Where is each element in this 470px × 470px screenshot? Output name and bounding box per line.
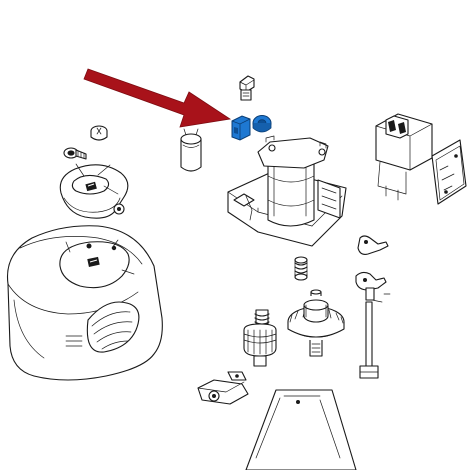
blue-clip-and-nut[interactable] (231, 115, 272, 141)
limit-switch-bracket[interactable] (197, 371, 249, 405)
arrow-shape (83, 68, 232, 128)
transformer-and-bracket[interactable] (375, 113, 433, 201)
cover-housing[interactable] (6, 225, 163, 381)
pinion-shaft[interactable] (243, 309, 277, 367)
capacitor[interactable] (180, 128, 202, 172)
motor-gearbox[interactable] (227, 135, 347, 247)
base-plate[interactable] (245, 389, 357, 470)
release-rod[interactable] (359, 293, 391, 379)
red-arrow-indicator (83, 68, 232, 128)
spring[interactable] (294, 256, 308, 281)
connector[interactable] (239, 75, 255, 101)
cover-disc-upper[interactable] (59, 163, 129, 219)
lever-key[interactable] (357, 235, 389, 255)
release-lever[interactable] (355, 271, 387, 301)
small-screw-cap[interactable] (90, 125, 108, 141)
small-screw[interactable] (63, 147, 87, 160)
control-board[interactable] (431, 139, 467, 205)
main-gear[interactable] (287, 289, 345, 357)
